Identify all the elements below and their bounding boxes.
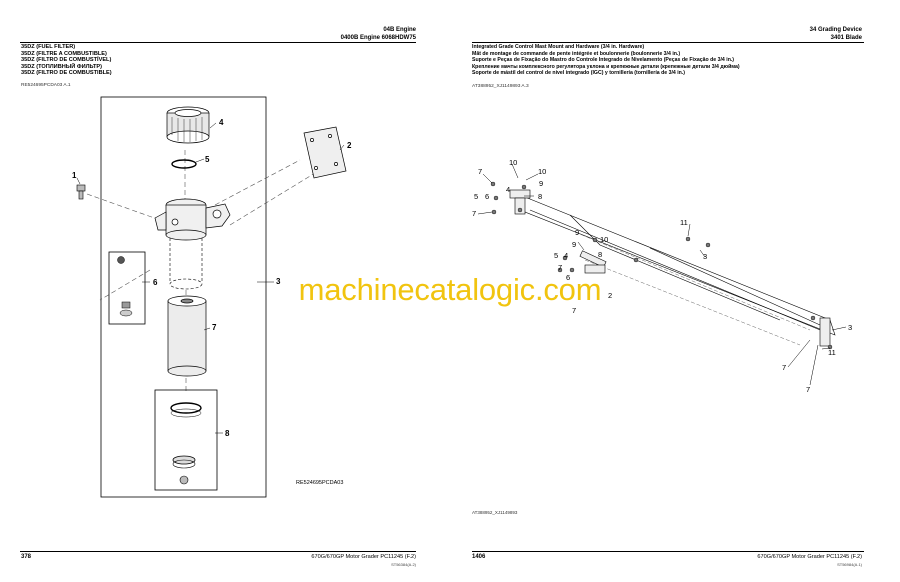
right-footer-code: ST56984(A.1) [837, 562, 862, 567]
left-page: 04B Engine 0400B Engine 6068HDW75 35DZ (… [20, 26, 416, 567]
left-diagram-code: RE524695PCDA03 [296, 480, 343, 486]
callout-7: 7 [472, 209, 476, 218]
fuel-filter-diagram: 4 5 1 2 3 6 7 8 RE524695PCDA03 [72, 96, 352, 498]
left-title-line: 35DZ (ТОПЛИВНЫЙ ФИЛЬТР) [21, 63, 103, 70]
part-filter-head [154, 198, 231, 241]
callout-11: 11 [680, 218, 688, 227]
callout-7: 7 [572, 306, 576, 315]
right-title-block: Integrated Grade Control Mast Mount and … [472, 44, 872, 77]
part-cap [166, 106, 210, 144]
right-title-line: Integrated Grade Control Mast Mount and … [472, 44, 645, 50]
part-bolt [76, 184, 86, 200]
callout-4: 4 [219, 118, 224, 127]
callout-4: 4 [506, 185, 510, 194]
left-header-rule [20, 42, 416, 43]
callout-10: 10 [538, 167, 546, 176]
left-header: 04B Engine 0400B Engine 6068HDW75 [341, 26, 416, 42]
callout-6: 6 [153, 278, 158, 287]
callout-6: 6 [566, 273, 570, 282]
right-footer-text: 670G/670GP Motor Grader PC11245 (F.2) [757, 554, 862, 560]
mast-mount-diagram: 10 10 7 9 4 8 5 6 7 11 9 10 3 9 8 5 4 7 … [472, 158, 852, 394]
callout-9: 9 [575, 228, 579, 237]
part-o-ring [171, 159, 197, 169]
callout-9: 9 [539, 179, 543, 188]
callout-5: 5 [205, 155, 210, 164]
callout-5: 5 [554, 251, 558, 260]
callout-7: 7 [212, 323, 217, 332]
right-title-line: Suporte e Peças de Fixação do Mastro do … [472, 57, 735, 63]
callout-5: 5 [474, 192, 478, 201]
right-header-group: 3401 Blade [830, 35, 862, 41]
right-diagram-code: AT388952_XJ1149893 [472, 510, 518, 515]
right-page: 34 Grading Device 3401 Blade Integrated … [450, 0, 900, 582]
left-footer-rule [20, 551, 416, 552]
callout-7: 7 [806, 385, 810, 394]
callout-1: 1 [72, 171, 77, 180]
right-header-rule [472, 42, 864, 43]
right-title-line: Soporte de mástil del control de nivel i… [472, 70, 686, 76]
left-header-group: 0400B Engine 6068HDW75 [340, 35, 416, 41]
right-footer-rule [472, 551, 864, 552]
left-title-line: 35DZ (FILTRO DE COMBUSTIBLE) [21, 70, 112, 77]
left-page-number: 378 [21, 554, 32, 560]
left-title-block: 35DZ (FUEL FILTER) 35DZ (FILTRE A COMBUS… [21, 44, 112, 77]
right-page-number: 1406 [472, 554, 486, 560]
right-header: 34 Grading Device 3401 Blade [810, 26, 862, 42]
callout-4: 4 [564, 251, 568, 260]
left-footer-code: ST56384(A.2) [391, 562, 416, 567]
callout-8: 8 [538, 192, 542, 201]
callout-7: 7 [782, 363, 786, 372]
left-title-line: 35DZ (FILTRO DE COMBUSTÍVEL) [21, 57, 112, 64]
callout-8: 8 [225, 429, 230, 438]
callout-6: 6 [485, 192, 489, 201]
callout-10: 10 [509, 158, 517, 167]
part-filter-element [167, 295, 207, 377]
left-title-line: 35DZ (FILTRE A COMBUSTIBLE) [21, 50, 107, 57]
callout-11: 11 [828, 348, 836, 357]
callout-3: 3 [703, 252, 707, 261]
callout-10: 10 [600, 235, 608, 244]
right-header-section: 34 Grading Device [809, 27, 862, 33]
right-ref-code: AT388952_XJ1149893 A.3 [472, 84, 529, 89]
left-ref-code: RE524695PCDA03 A.1 [21, 83, 71, 88]
callout-3: 3 [276, 277, 281, 286]
callout-8: 8 [598, 250, 602, 259]
right-title-line: Mât de montage de commande de pente inté… [472, 50, 681, 57]
left-title-line: 35DZ (FUEL FILTER) [21, 44, 76, 50]
callout-2: 2 [347, 141, 352, 150]
callout-3: 3 [848, 323, 852, 332]
right-title-line: Крепление мачты комплексного регулятора … [472, 63, 740, 70]
callout-7: 7 [478, 167, 482, 176]
part-plate [303, 126, 347, 179]
left-header-section: 04B Engine [383, 27, 416, 33]
callout-7: 7 [558, 263, 562, 272]
left-footer-text: 670G/670GP Motor Grader PC11245 (F.2) [311, 554, 416, 560]
callout-2: 2 [608, 291, 612, 300]
callout-9: 9 [572, 240, 576, 249]
